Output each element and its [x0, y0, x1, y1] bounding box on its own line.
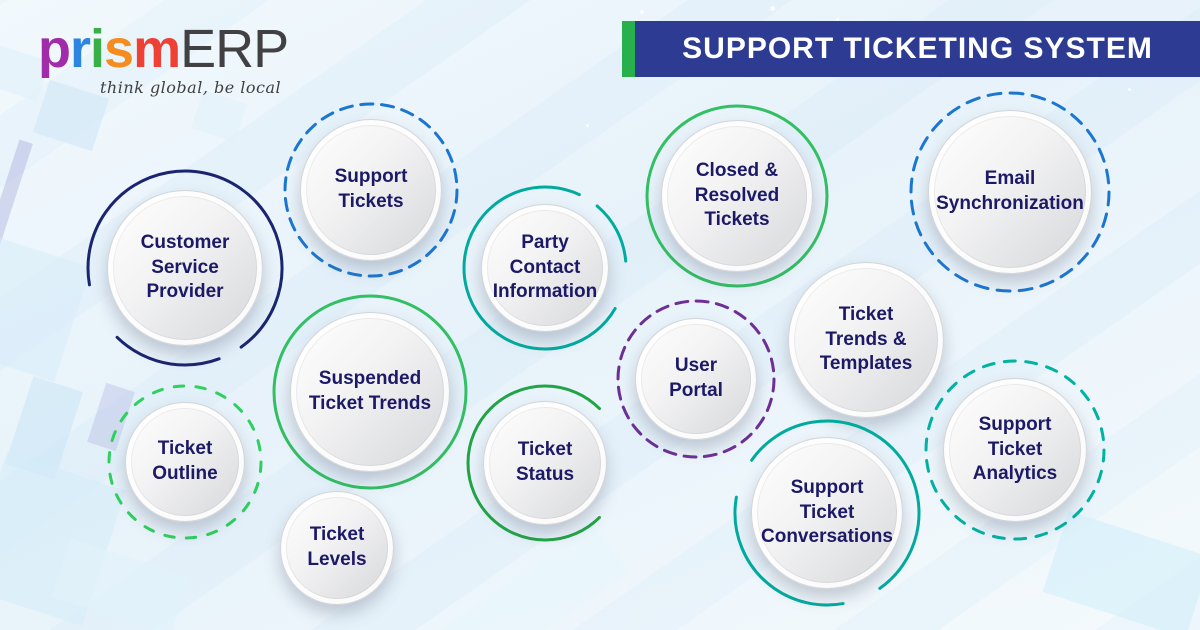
logo-letter-i: i — [90, 19, 105, 79]
green-circle-ring — [645, 104, 829, 288]
purple-dashed-ring — [616, 299, 776, 459]
bg-dot — [640, 10, 644, 14]
navy-arc-ring — [86, 169, 284, 367]
feature-bubble-ticket-status: Ticket Status — [466, 384, 624, 542]
blue-dashed-ring — [283, 102, 459, 278]
logo-suffix-erp: ERP — [180, 19, 289, 79]
feature-disc: Customer Service Provider — [107, 190, 263, 346]
teal-dashed-ring — [924, 359, 1106, 541]
logo-letter-p: p — [38, 19, 71, 79]
logo-letter-m: m — [133, 19, 181, 79]
feature-label: Closed & Resolved Tickets — [694, 159, 780, 231]
feature-bubble-party-contact-information: Party Contact Information — [462, 185, 628, 351]
green-arc-ring — [466, 384, 624, 542]
feature-bubble-support-ticket-analytics: Support Ticket Analytics — [924, 359, 1106, 541]
bg-dot — [586, 124, 589, 127]
feature-bubble-customer-service-provider: Customer Service Provider — [86, 169, 284, 367]
feature-label: Support Ticket Analytics — [972, 413, 1058, 485]
bg-shape — [0, 238, 92, 382]
header-accent-bar — [622, 21, 635, 77]
feature-label: User Portal — [669, 355, 723, 401]
feature-label: Ticket Status — [515, 439, 575, 485]
header-title: SUPPORT TICKETING SYSTEM — [682, 32, 1153, 65]
bg-shape — [190, 89, 248, 143]
logo-letter-r: r — [70, 19, 91, 79]
feature-disc: Ticket Outline — [125, 402, 245, 522]
bg-dot — [1128, 88, 1131, 91]
feature-label: Ticket Outline — [152, 438, 218, 484]
feature-label: Support Ticket Conversations — [761, 476, 893, 548]
feature-bubble-closed-resolved-tickets: Closed & Resolved Tickets — [645, 104, 829, 288]
logo-tagline: think global, be local — [100, 78, 282, 97]
feature-disc: Ticket Status — [483, 401, 607, 525]
logo-letter-s: s — [104, 19, 134, 79]
logo-wordmark: prismERP — [38, 19, 289, 79]
bg-dot — [770, 6, 775, 11]
feature-disc: Suspended Ticket Trends — [290, 312, 450, 472]
feature-label: Suspended Ticket Trends — [308, 368, 432, 414]
feature-bubble-support-tickets: Support Tickets — [283, 102, 459, 278]
feature-disc: Ticket Levels — [280, 491, 394, 605]
feature-label: Ticket Levels — [307, 524, 367, 570]
feature-disc: Party Contact Information — [481, 204, 609, 332]
feature-label: Support Tickets — [334, 166, 408, 212]
bg-dot — [836, 18, 839, 21]
feature-disc: User Portal — [635, 318, 757, 440]
feature-disc: Closed & Resolved Tickets — [661, 120, 813, 272]
green-dashed-ring — [107, 384, 263, 540]
brand-logo: prismERP think global, be local — [38, 19, 289, 97]
blue-dashed-ring — [909, 91, 1111, 293]
green-circle-ring — [272, 294, 468, 490]
feature-label: Party Contact Information — [492, 231, 598, 303]
feature-bubble-suspended-ticket-trends: Suspended Ticket Trends — [272, 294, 468, 490]
feature-bubble-user-portal: User Portal — [616, 299, 776, 459]
feature-bubble-email-synchronization: Email Synchronization — [909, 91, 1111, 293]
feature-bubble-ticket-levels: Ticket Levels — [280, 491, 394, 605]
teal-arc-ring — [733, 419, 921, 607]
header-banner: SUPPORT TICKETING SYSTEM — [622, 21, 1200, 77]
feature-label: Email Synchronization — [936, 168, 1084, 214]
feature-label: Customer Service Provider — [140, 231, 230, 303]
feature-disc: Support Tickets — [300, 119, 442, 261]
feature-bubble-ticket-trends-templates: Ticket Trends & Templates — [788, 262, 944, 418]
feature-bubble-support-ticket-conversations: Support Ticket Conversations — [733, 419, 921, 607]
teal-arc-ring — [462, 185, 628, 351]
feature-bubble-ticket-outline: Ticket Outline — [107, 384, 263, 540]
feature-disc: Support Ticket Analytics — [943, 378, 1087, 522]
feature-disc: Email Synchronization — [928, 110, 1092, 274]
feature-label: Ticket Trends & Templates — [819, 303, 913, 375]
feature-disc: Support Ticket Conversations — [751, 437, 903, 589]
feature-disc: Ticket Trends & Templates — [788, 262, 944, 418]
header-bar: SUPPORT TICKETING SYSTEM — [635, 21, 1200, 77]
